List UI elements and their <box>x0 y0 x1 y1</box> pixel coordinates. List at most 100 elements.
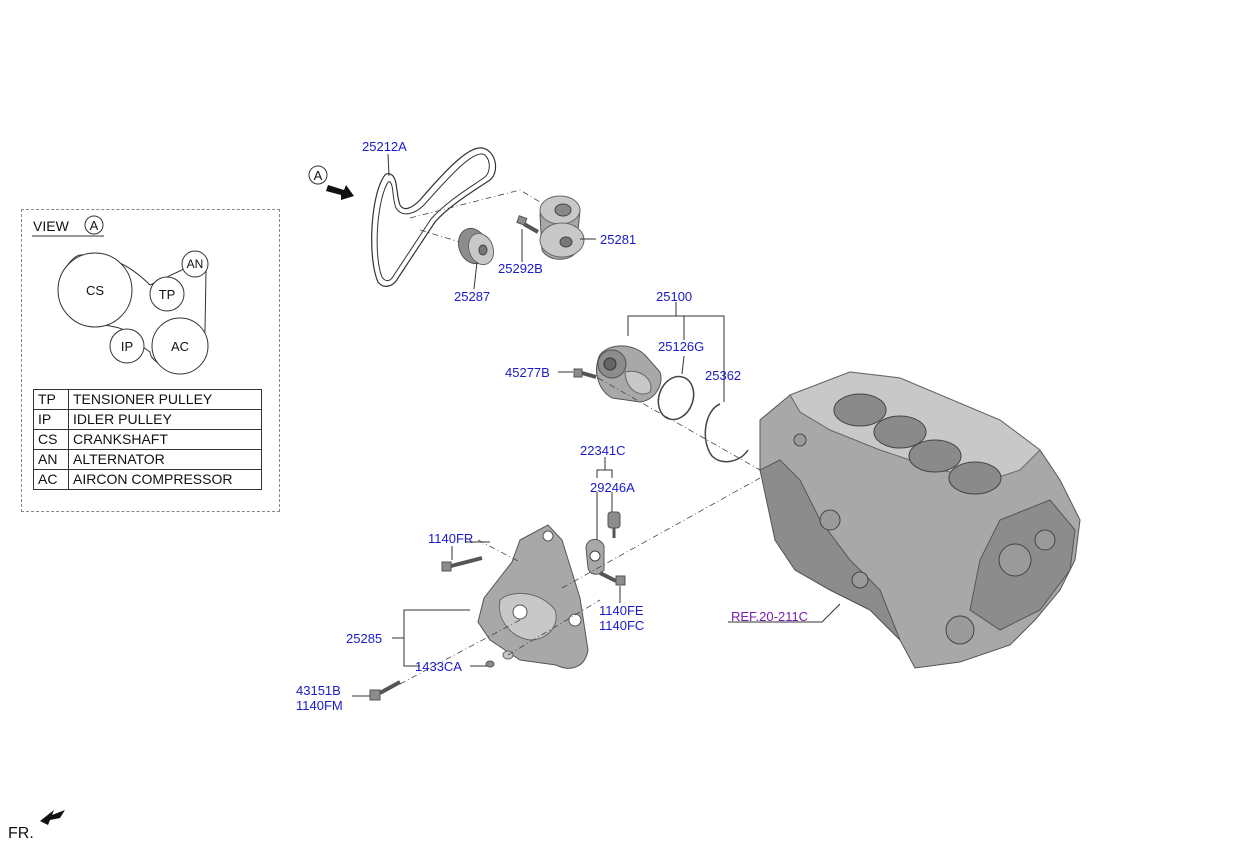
block-boss-3 <box>945 615 975 645</box>
block-hole-1 <box>793 433 807 447</box>
bracket-bracket-leader <box>403 609 470 667</box>
legend-code: AC <box>33 469 69 490</box>
legend-code: IP <box>33 409 69 430</box>
legend-name: ALTERNATOR <box>68 449 262 470</box>
bracket-hole-1 <box>512 604 528 620</box>
front-label: FR. <box>8 825 34 842</box>
legend-name: CRANKSHAFT <box>68 429 262 450</box>
legend-code: CS <box>33 429 69 450</box>
label-bracket: 25285 <box>346 631 382 646</box>
pulley-tp-label: TP <box>159 287 176 302</box>
temperature-sender <box>607 511 621 538</box>
pulley-cs <box>57 252 133 328</box>
label-idler: 25287 <box>454 289 490 304</box>
label-tensioner: 25281 <box>600 232 636 247</box>
sensor-group: 22341C 29246A <box>580 443 635 575</box>
legend-row: CS CRANKSHAFT <box>33 429 262 450</box>
engine-block-front <box>759 459 901 641</box>
label-bracket-bolt-right-1: 1140FE <box>599 603 644 618</box>
label-sensor-a: 22341C <box>580 443 626 458</box>
pulley-tp <box>149 276 185 312</box>
label-reference: REF.20-211C <box>731 609 808 624</box>
pump-bolt <box>573 368 597 379</box>
gasket-25126g <box>657 375 695 421</box>
cylinder-2 <box>873 415 927 449</box>
bracket-bolt-top <box>441 556 483 572</box>
label-bracket-bolt-right-2: 1140FC <box>599 618 644 633</box>
view-marker-circle <box>84 215 104 235</box>
view-direction-arrow-icon <box>326 185 354 200</box>
leader-reference <box>728 603 841 623</box>
engine-block: REF.20-211C <box>728 371 1081 669</box>
label-pump-bolt: 45277B <box>505 365 550 380</box>
bracket-alignment-3 <box>561 477 761 589</box>
drive-belt-inner <box>376 153 490 282</box>
legend-code: TP <box>33 389 69 410</box>
bracket-bolt-bottom <box>369 680 401 701</box>
drive-belt-group: A 25212A 2 <box>308 139 636 304</box>
front-direction: FR. <box>8 810 65 842</box>
bracket-hole-2 <box>568 613 582 627</box>
label-bracket-bolt-bottom-2: 1140FM <box>296 698 343 713</box>
label-bracket-bolt-bottom-1: 43151B <box>296 683 341 698</box>
cylinder-3 <box>908 439 962 473</box>
view-marker-letter: A <box>90 218 99 233</box>
label-water-pump-assy: 25100 <box>656 289 692 304</box>
bracket-alignment-2 <box>399 619 521 685</box>
bracket-bolt-right <box>599 571 626 586</box>
bracket-alignment-4 <box>507 599 601 656</box>
bracket-group: 1140FR 1140FE 1140FC 25285 1433CA 43151B… <box>296 477 761 713</box>
pulley-ip-label: IP <box>121 339 133 354</box>
water-pump-group: 25100 25126G 25362 45277B <box>505 289 761 471</box>
legend-code: AN <box>33 449 69 470</box>
bracket-hole-3 <box>542 530 554 542</box>
legend-name: IDLER PULLEY <box>68 409 262 430</box>
pulley-ip <box>109 328 145 364</box>
cylinder-1 <box>833 393 887 427</box>
leader-gasket-g-lower <box>681 355 685 375</box>
water-pump <box>596 345 662 403</box>
view-a-marker: A <box>314 168 323 183</box>
idler-pulley <box>457 227 495 266</box>
bracket-opening <box>498 592 557 641</box>
view-a-diagram: VIEW A CS TP AN IP AC <box>32 215 209 375</box>
tensioner-bolt <box>516 215 539 234</box>
front-arrow-icon <box>40 810 65 825</box>
gasket-25362 <box>704 403 749 463</box>
block-hole-2 <box>819 509 841 531</box>
bracket-alignment-1 <box>477 539 521 563</box>
legend-name: AIRCON COMPRESSOR <box>68 469 262 490</box>
legend-row: AC AIRCON COMPRESSOR <box>33 469 262 490</box>
label-dowel: 1433CA <box>415 659 462 674</box>
label-gasket-g: 25126G <box>658 339 704 354</box>
belt-alignment-line <box>409 189 546 219</box>
drive-belt-outer <box>371 147 497 287</box>
dowel-pin <box>485 660 495 668</box>
label-bracket-bolt-top: 1140FR <box>428 531 473 546</box>
leader-idler <box>473 261 478 290</box>
label-sensor-b: 29246A <box>590 480 635 495</box>
cylinder-4 <box>948 461 1002 495</box>
view-a-frame <box>21 209 280 512</box>
leader-belt <box>387 153 390 177</box>
pump-alignment-line <box>597 377 761 471</box>
legend-table: TP TENSIONER PULLEY IP IDLER PULLEY CS C… <box>33 389 262 490</box>
pulley-cs-label: CS <box>86 283 104 298</box>
tensioner-pulley <box>539 195 585 260</box>
pulley-an <box>181 250 209 278</box>
view-title: VIEW <box>33 218 70 234</box>
legend-row: TP TENSIONER PULLEY <box>33 389 262 410</box>
coolant-sensor <box>585 539 605 575</box>
label-gasket: 25362 <box>705 368 741 383</box>
label-belt: 25212A <box>362 139 407 154</box>
pulley-an-label: AN <box>187 257 204 271</box>
block-boss-2 <box>1034 529 1056 551</box>
legend-row: IP IDLER PULLEY <box>33 409 262 430</box>
view-a-marker-circle <box>308 165 328 185</box>
block-hole-3 <box>851 571 869 589</box>
label-tensioner-bolt: 25292B <box>498 261 543 276</box>
legend-name: TENSIONER PULLEY <box>68 389 262 410</box>
pulley-ac-label: AC <box>171 339 189 354</box>
block-boss-1 <box>998 543 1032 577</box>
